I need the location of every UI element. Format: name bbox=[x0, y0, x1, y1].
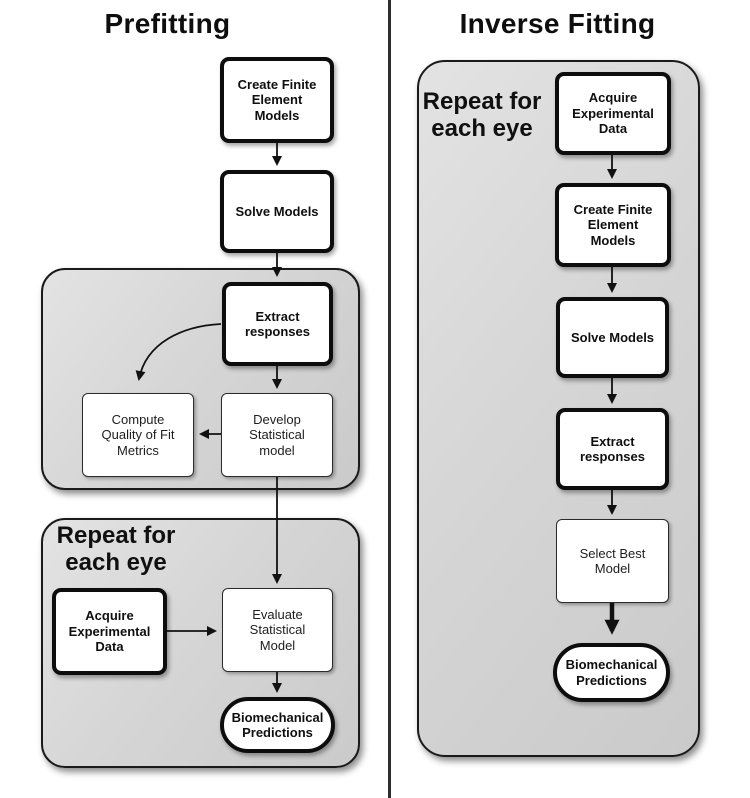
node-develop-statistical-model: Develop Statistical model bbox=[221, 393, 333, 477]
node-label: Solve Models bbox=[570, 329, 655, 345]
node-label: Biomechanical Predictions bbox=[231, 709, 324, 741]
prefitting-title: Prefitting bbox=[104, 8, 231, 39]
node-label: Compute Quality of Fit Metrics bbox=[101, 411, 175, 458]
node-create-finite-element-models-left: Create Finite Element Models bbox=[220, 57, 334, 143]
node-label: Extract responses bbox=[244, 308, 311, 340]
node-label: Create Finite Element Models bbox=[573, 201, 653, 248]
node-create-finite-element-models-right: Create Finite Element Models bbox=[555, 183, 671, 267]
node-compute-quality-of-fit-metrics: Compute Quality of Fit Metrics bbox=[82, 393, 194, 477]
node-label: Extract responses bbox=[579, 433, 646, 465]
node-label: Evaluate Statistical Model bbox=[249, 606, 306, 653]
node-label: Select Best Model bbox=[579, 545, 646, 577]
node-solve-models-right: Solve Models bbox=[556, 297, 669, 378]
node-biomechanical-predictions-left: Biomechanical Predictions bbox=[220, 697, 335, 753]
node-acquire-experimental-data-left: Acquire Experimental Data bbox=[52, 588, 167, 675]
node-biomechanical-predictions-right: Biomechanical Predictions bbox=[553, 643, 670, 702]
node-extract-responses-left: Extract responses bbox=[222, 282, 333, 366]
node-label: Acquire Experimental Data bbox=[572, 90, 654, 137]
prefitting-repeat-label: Repeat for each eye bbox=[56, 522, 176, 576]
node-evaluate-statistical-model: Evaluate Statistical Model bbox=[222, 588, 333, 672]
node-label: Create Finite Element Models bbox=[237, 76, 317, 123]
inverse-fitting-title: Inverse Fitting bbox=[459, 8, 656, 39]
node-solve-models-left: Solve Models bbox=[220, 170, 334, 253]
node-extract-responses-right: Extract responses bbox=[556, 408, 669, 490]
node-label: Acquire Experimental Data bbox=[68, 608, 151, 655]
inverse-repeat-label: Repeat for each eye bbox=[422, 88, 542, 142]
node-label: Solve Models bbox=[235, 203, 319, 219]
node-label: Biomechanical Predictions bbox=[565, 657, 658, 688]
node-acquire-experimental-data-right: Acquire Experimental Data bbox=[555, 72, 671, 155]
column-divider-line bbox=[388, 0, 391, 798]
node-select-best-model: Select Best Model bbox=[556, 519, 669, 603]
node-label: Develop Statistical model bbox=[249, 411, 305, 458]
